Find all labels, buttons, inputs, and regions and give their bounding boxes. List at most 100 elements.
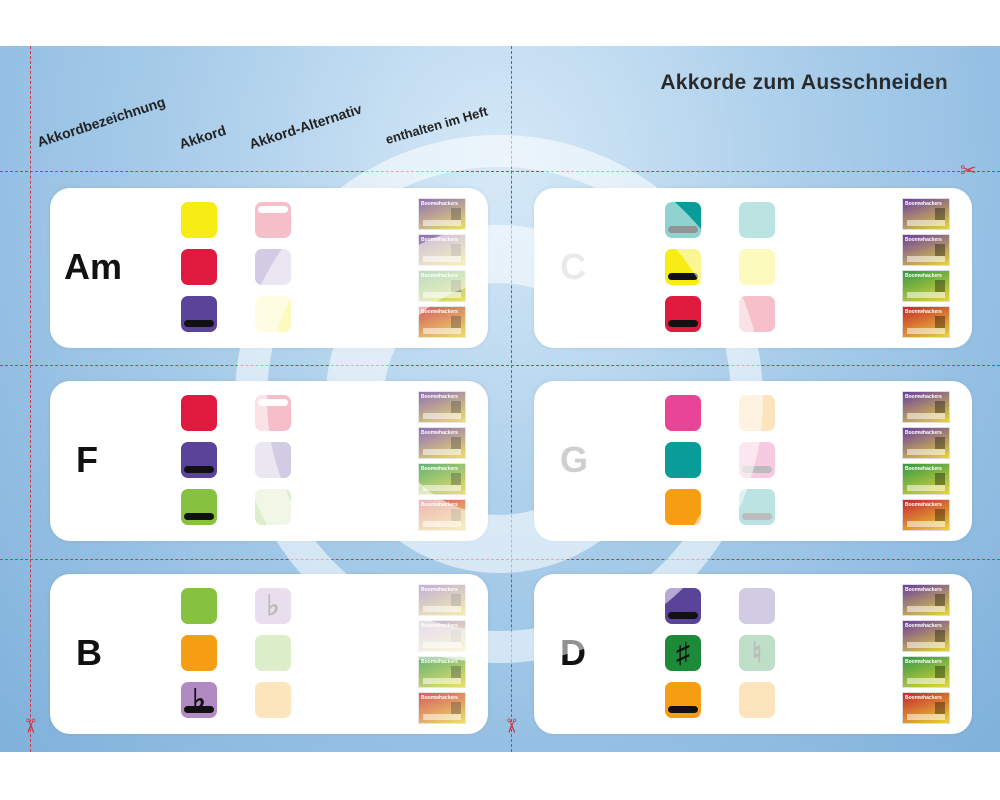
finger-bar-mark (668, 273, 698, 280)
chord-color-block[interactable] (181, 588, 217, 624)
booklet-staff (423, 413, 461, 419)
alternative-color-block[interactable]: ♮ (739, 635, 775, 671)
booklet-thumbnail[interactable]: Boomwhackers (418, 656, 466, 688)
booklet-illustration (935, 437, 945, 449)
scissors-icon[interactable]: ✂ (960, 160, 977, 182)
finger-bar-mark (258, 206, 288, 213)
alternative-color-block[interactable] (255, 395, 291, 431)
booklet-title: Boomwhackers (905, 237, 942, 243)
alternative-color-block[interactable] (255, 202, 291, 238)
booklet-thumbnail[interactable]: Boomwhackers (418, 391, 466, 423)
booklet-thumbnail[interactable]: Boomwhackers (418, 584, 466, 616)
booklet-staff (423, 521, 461, 527)
alternative-color-block[interactable]: ♭ (255, 588, 291, 624)
chord-color-block[interactable] (181, 202, 217, 238)
chord-color-block[interactable] (665, 395, 701, 431)
booklet-illustration (451, 473, 461, 485)
cut-line (0, 171, 1000, 172)
cut-line (0, 559, 1000, 560)
booklet-thumbnail[interactable]: Boomwhackers (902, 391, 950, 423)
booklet-thumbnail[interactable]: Boomwhackers (902, 270, 950, 302)
natural-sign-icon: ♮ (751, 637, 762, 668)
alternative-color-block[interactable] (255, 489, 291, 525)
chord-color-block[interactable] (181, 442, 217, 478)
booklet-thumbnail[interactable]: Boomwhackers (902, 499, 950, 531)
booklet-illustration (451, 316, 461, 328)
booklet-thumbnail[interactable]: Boomwhackers (418, 692, 466, 724)
booklet-thumbnail[interactable]: Boomwhackers (418, 306, 466, 338)
booklet-title: Boomwhackers (421, 695, 458, 701)
booklet-staff (907, 485, 945, 491)
alternative-color-block[interactable] (255, 249, 291, 285)
alternative-color-block[interactable] (739, 395, 775, 431)
booklet-title: Boomwhackers (421, 394, 458, 400)
alternative-color-block[interactable] (255, 635, 291, 671)
booklet-title: Boomwhackers (421, 659, 458, 665)
booklet-illustration (935, 666, 945, 678)
booklet-title: Boomwhackers (421, 273, 458, 279)
booklet-illustration (935, 509, 945, 521)
alternative-color-block[interactable] (739, 682, 775, 718)
booklet-thumbnail[interactable]: Boomwhackers (902, 427, 950, 459)
booklet-thumbnail[interactable]: Boomwhackers (902, 198, 950, 230)
alternative-color-block[interactable] (255, 682, 291, 718)
alternative-color-block[interactable] (739, 489, 775, 525)
booklet-thumbnail[interactable]: Boomwhackers (418, 234, 466, 266)
chord-color-block[interactable] (181, 249, 217, 285)
chord-color-block[interactable] (665, 296, 701, 332)
booklet-thumbnail[interactable]: Boomwhackers (418, 198, 466, 230)
booklet-title: Boomwhackers (421, 466, 458, 472)
booklet-staff (423, 292, 461, 298)
booklet-staff (423, 678, 461, 684)
alternative-color-block[interactable] (739, 249, 775, 285)
alternative-color-block[interactable] (255, 442, 291, 478)
alternative-color-block[interactable] (739, 442, 775, 478)
scissors-icon[interactable]: ✂ (499, 717, 522, 735)
booklet-thumbnail[interactable]: Boomwhackers (902, 463, 950, 495)
chord-color-block[interactable] (181, 489, 217, 525)
booklet-illustration (935, 208, 945, 220)
chord-color-block[interactable] (665, 249, 701, 285)
chord-color-block[interactable] (181, 635, 217, 671)
booklet-staff (423, 328, 461, 334)
booklet-title: Boomwhackers (905, 394, 942, 400)
booklet-thumbnail[interactable]: Boomwhackers (902, 692, 950, 724)
chord-name: D (560, 632, 586, 673)
booklet-thumbnail[interactable]: Boomwhackers (418, 620, 466, 652)
finger-bar-mark (668, 612, 698, 619)
booklet-thumbnail[interactable]: Boomwhackers (418, 427, 466, 459)
booklet-illustration (451, 509, 461, 521)
chord-color-block[interactable] (665, 588, 701, 624)
booklet-thumbnail[interactable]: Boomwhackers (902, 234, 950, 266)
alternative-color-block[interactable] (739, 588, 775, 624)
alternative-color-block[interactable] (739, 296, 775, 332)
booklet-thumbnail[interactable]: Boomwhackers (418, 499, 466, 531)
alternative-color-block[interactable] (255, 296, 291, 332)
chord-color-block[interactable] (665, 442, 701, 478)
booklet-staff (907, 606, 945, 612)
scissors-icon[interactable]: ✂ (18, 717, 41, 735)
chord-color-block[interactable]: ♯ (665, 635, 701, 671)
booklet-thumbnail[interactable]: Boomwhackers (418, 270, 466, 302)
chord-color-block[interactable] (665, 202, 701, 238)
booklet-thumbnail[interactable]: Boomwhackers (902, 620, 950, 652)
booklet-thumbnail[interactable]: Boomwhackers (902, 306, 950, 338)
finger-bar-mark (184, 466, 214, 473)
booklet-illustration (451, 702, 461, 714)
booklet-thumbnail[interactable]: Boomwhackers (902, 584, 950, 616)
chord-color-block[interactable] (181, 395, 217, 431)
booklet-thumbnail[interactable]: Boomwhackers (418, 463, 466, 495)
chord-color-block[interactable] (665, 682, 701, 718)
booklet-title: Boomwhackers (421, 430, 458, 436)
chord-color-block[interactable]: ♭ (181, 682, 217, 718)
chord-color-block[interactable] (665, 489, 701, 525)
booklet-thumbnail[interactable]: Boomwhackers (902, 656, 950, 688)
chord-color-block[interactable] (181, 296, 217, 332)
alternative-color-block[interactable] (739, 202, 775, 238)
